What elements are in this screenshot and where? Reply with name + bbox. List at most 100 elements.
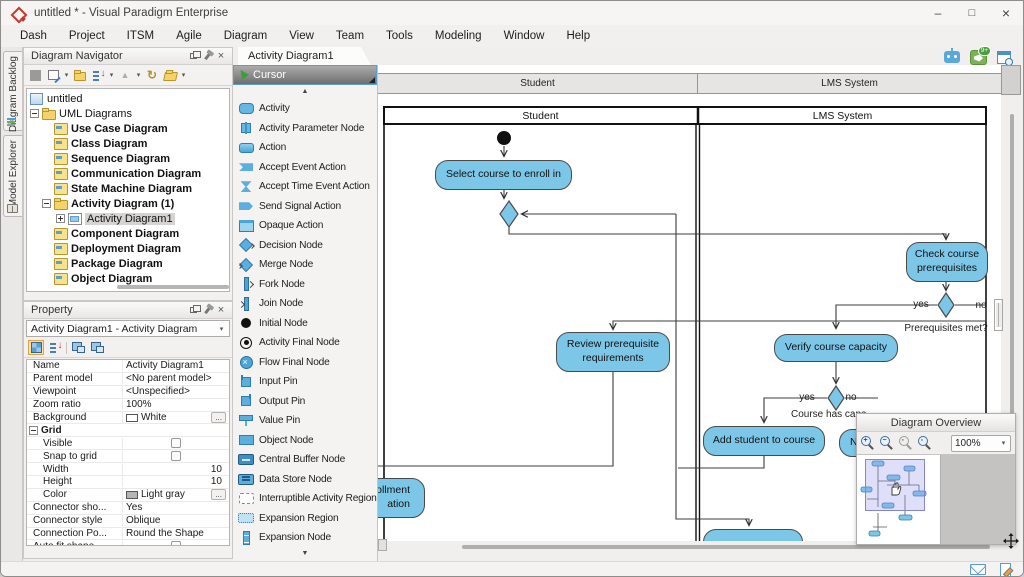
palette-item[interactable]: Input Pin	[233, 372, 377, 392]
palette-item[interactable]: Expansion Region	[233, 509, 377, 529]
expand-all-icon[interactable]	[70, 340, 86, 355]
messages-envelope-icon[interactable]	[970, 564, 986, 575]
tree-item[interactable]: Communication Diagram	[27, 166, 229, 181]
palette-item[interactable]: Interruptible Activity Region	[233, 489, 377, 509]
chevron-down-icon[interactable]	[63, 71, 70, 79]
open-folder-icon[interactable]	[162, 66, 178, 84]
property-row[interactable]: Auto fit shape... ...	[27, 540, 229, 545]
menu-item[interactable]: Window	[503, 30, 545, 42]
new-project-icon[interactable]	[27, 66, 43, 84]
property-row[interactable]: Height 10 ...	[27, 476, 229, 489]
palette-item[interactable]: Fork Node	[233, 275, 377, 295]
tree-expander-icon[interactable]	[42, 199, 51, 208]
checkbox[interactable]	[171, 541, 181, 545]
vertical-scrollbar[interactable]	[1007, 94, 1017, 541]
property-row[interactable]: Connector style Oblique ...	[27, 515, 229, 528]
refresh-icon[interactable]	[144, 66, 160, 84]
property-target-selector[interactable]: Activity Diagram1 - Activity Diagram	[26, 320, 230, 337]
palette-item[interactable]: Value Pin	[233, 411, 377, 431]
ellipsis-button[interactable]: ...	[211, 412, 226, 423]
property-value[interactable]: Oblique ...	[123, 515, 229, 526]
tree-expander-icon[interactable]	[56, 214, 65, 223]
property-row[interactable]: Parent model <No parent model> ...	[27, 373, 229, 386]
tree-item[interactable]: untitled	[27, 91, 229, 106]
lane-header-lms[interactable]: LMS System	[821, 78, 878, 89]
property-row[interactable]: Snap to grid ...	[27, 450, 229, 464]
tab-model-explorer[interactable]: Model Explorer	[3, 135, 22, 217]
zoom-level-select[interactable]: 100%	[951, 434, 1011, 452]
property-value[interactable]: 10 ...	[123, 464, 229, 475]
assistant-robot-icon[interactable]	[944, 48, 960, 63]
property-row[interactable]: Width 10 ...	[27, 463, 229, 477]
panel-splitter-grip[interactable]	[994, 299, 1003, 331]
palette-item[interactable]: Initial Node	[233, 314, 377, 334]
overview-title[interactable]: Diagram Overview	[857, 414, 1015, 432]
group-expander-icon[interactable]	[29, 425, 38, 435]
menu-item[interactable]: Agile	[176, 30, 202, 42]
palette-item[interactable]: Data Store Node	[233, 470, 377, 490]
palette-item[interactable]: Object Node	[233, 431, 377, 451]
checkbox[interactable]	[171, 451, 181, 462]
sort-properties-icon[interactable]	[47, 340, 63, 355]
palette-item[interactable]: Flow Final Node	[233, 353, 377, 373]
property-row[interactable]: Connector sho... Yes ...	[27, 502, 229, 515]
menu-item[interactable]: View	[289, 30, 314, 42]
tree-item[interactable]: Class Diagram	[27, 136, 229, 151]
maximize-button[interactable]	[955, 1, 989, 25]
minimize-button[interactable]	[921, 1, 955, 25]
zoom-fit-icon[interactable]: ▪	[899, 436, 913, 450]
property-value[interactable]: ...	[123, 451, 229, 462]
node-check-prerequisites[interactable]: Check course prerequisites	[906, 242, 988, 282]
palette-item[interactable]: Decision Node	[233, 236, 377, 256]
tree-expander-icon[interactable]	[30, 109, 39, 118]
property-value[interactable]: White ...	[123, 412, 229, 423]
tab-diagram-backlog[interactable]: Diagram Backlog	[3, 51, 22, 132]
close-button[interactable]	[989, 1, 1023, 25]
group-by-folder-icon[interactable]	[72, 66, 88, 84]
property-row[interactable]: Background White ...	[27, 412, 229, 425]
property-value[interactable]: Yes ...	[123, 502, 229, 513]
tree-item[interactable]: Package Diagram	[27, 256, 229, 271]
float-panel-icon[interactable]	[186, 50, 201, 62]
tree-item[interactable]: Sequence Diagram	[27, 151, 229, 166]
menu-item[interactable]: Team	[335, 30, 365, 42]
palette-item[interactable]: Activity Final Node	[233, 333, 377, 353]
property-value[interactable]: Activity Diagram1 ...	[123, 360, 229, 371]
new-diagram-icon[interactable]	[45, 66, 61, 84]
tree-horizontal-scrollbar[interactable]	[117, 285, 229, 289]
tree-item[interactable]: Activity Diagram1	[27, 211, 229, 226]
tree-item[interactable]: Use Case Diagram	[27, 121, 229, 136]
pan-crosshair-icon[interactable]	[1003, 533, 1019, 554]
property-row[interactable]: Zoom ratio 100% ...	[27, 399, 229, 412]
tree-item[interactable]: State Machine Diagram	[27, 181, 229, 196]
menu-item[interactable]: Diagram	[223, 30, 268, 42]
lane-header-student[interactable]: Student	[378, 74, 698, 93]
property-row[interactable]: Visible ...	[27, 437, 229, 451]
property-row[interactable]: Name Activity Diagram1 ...	[27, 360, 229, 373]
collapse-up-icon[interactable]	[117, 66, 133, 84]
node-add-student[interactable]: Add student to course	[703, 426, 825, 456]
overview-thumbnail[interactable]	[857, 455, 941, 544]
property-row[interactable]: Grid ...	[27, 424, 229, 438]
property-row[interactable]: Connection Po... Round the Shape ...	[27, 528, 229, 541]
pin-panel-icon[interactable]	[200, 304, 214, 316]
tree-item[interactable]: Component Diagram	[27, 226, 229, 241]
menu-item[interactable]: Help	[566, 30, 591, 42]
node-clipped-bottom[interactable]	[703, 529, 803, 541]
chevron-down-icon[interactable]	[108, 71, 115, 79]
palette-item[interactable]: Action	[233, 138, 377, 158]
palette-item[interactable]: Output Pin	[233, 392, 377, 412]
diagram-tab[interactable]: Activity Diagram1	[238, 47, 371, 65]
categorized-view-icon[interactable]	[28, 340, 44, 355]
tree-item[interactable]: Deployment Diagram	[27, 241, 229, 256]
pin-panel-icon[interactable]	[200, 50, 214, 62]
tree-item[interactable]: Activity Diagram (1)	[27, 196, 229, 211]
palette-scroll-up-icon[interactable]	[233, 86, 377, 97]
node-select-course[interactable]: Select course to enroll in	[435, 160, 572, 190]
property-row[interactable]: Color Light gray ...	[27, 489, 229, 502]
palette-item[interactable]: Accept Event Action	[233, 158, 377, 178]
palette-item[interactable]: Accept Time Event Action	[233, 177, 377, 197]
float-panel-icon[interactable]	[186, 304, 201, 316]
menu-item[interactable]: Tools	[386, 30, 413, 42]
property-value[interactable]: <No parent model> ...	[123, 373, 229, 384]
